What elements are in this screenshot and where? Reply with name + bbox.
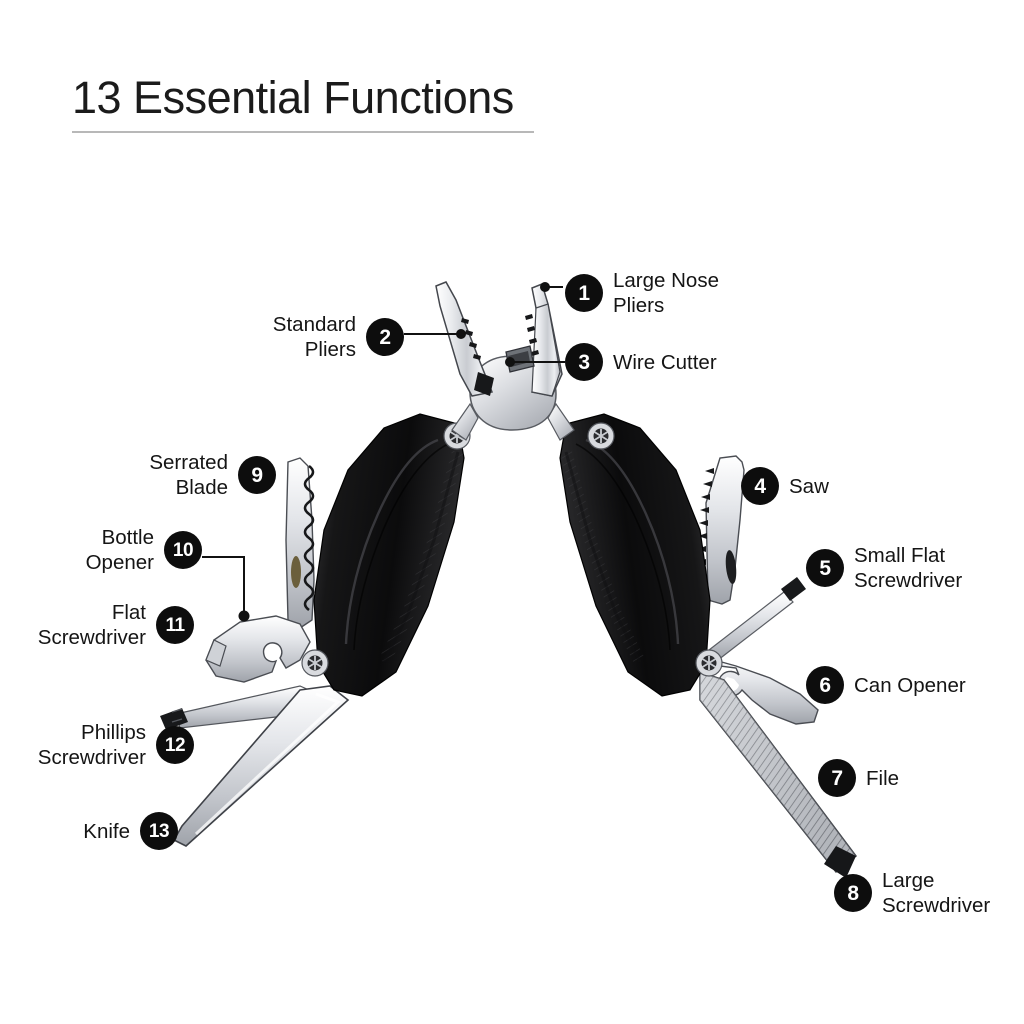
- title-block: 13 Essential Functions: [72, 72, 542, 134]
- callout-label-12: Phillips Screwdriver: [37, 721, 146, 769]
- callout-6[interactable]: 6 Can Opener: [806, 666, 966, 704]
- handle-left: [301, 413, 471, 697]
- callout-label-11: Flat Screwdriver: [37, 601, 146, 649]
- callout-badge-10: 10: [164, 531, 202, 569]
- callout-2[interactable]: Standard Pliers 2: [250, 312, 404, 362]
- callout-13[interactable]: Knife 13: [66, 812, 178, 850]
- page-title: 13 Essential Functions: [72, 72, 514, 123]
- callout-badge-2: 2: [366, 318, 404, 356]
- callout-label-13: Knife: [83, 819, 130, 843]
- callout-badge-11: 11: [156, 606, 194, 644]
- callout-badge-3: 3: [565, 343, 603, 381]
- callout-label-10: Bottle Opener: [85, 526, 154, 574]
- callout-label-4: Saw: [789, 474, 829, 498]
- title-underline: [72, 131, 534, 134]
- callout-label-2: Standard Pliers: [272, 313, 356, 361]
- callout-badge-6: 6: [806, 666, 844, 704]
- callout-12[interactable]: Phillips Screwdriver 12: [14, 720, 194, 770]
- tool-knife: [172, 685, 350, 847]
- callout-label-6: Can Opener: [854, 673, 966, 697]
- callout-7[interactable]: 7 File: [818, 759, 899, 797]
- callout-8[interactable]: 8 Large Screwdriver: [834, 868, 990, 918]
- tool-bottle-opener-flat-screwdriver: [205, 615, 311, 683]
- callout-label-9: Serrated Blade: [149, 451, 228, 499]
- callout-badge-12: 12: [156, 726, 194, 764]
- callout-label-7: File: [866, 766, 900, 790]
- callout-badge-5: 5: [806, 549, 844, 587]
- tool-file: [699, 670, 858, 878]
- rivet-right-bottom: [695, 649, 723, 677]
- callout-badge-9: 9: [238, 456, 276, 494]
- handle-right: [559, 413, 723, 697]
- callout-5[interactable]: 5 Small Flat Screwdriver: [806, 543, 962, 593]
- callout-label-3: Wire Cutter: [613, 350, 717, 374]
- rivet-left-bottom: [301, 649, 329, 677]
- callout-9[interactable]: Serrated Blade 9: [126, 450, 276, 500]
- callout-label-5: Small Flat Screwdriver: [854, 544, 963, 592]
- callout-1[interactable]: 1 Large Nose Pliers: [565, 268, 719, 318]
- rivet-right-top: [587, 422, 615, 450]
- tool-serrated-blade: [285, 457, 315, 629]
- callout-badge-8: 8: [834, 874, 872, 912]
- callout-badge-1: 1: [565, 274, 603, 312]
- callout-11[interactable]: Flat Screwdriver 11: [18, 600, 194, 650]
- callout-3[interactable]: 3 Wire Cutter: [565, 343, 717, 381]
- callout-label-8: Large Screwdriver: [882, 869, 991, 917]
- callout-10[interactable]: Bottle Opener 10: [54, 525, 202, 575]
- callout-4[interactable]: 4 Saw: [741, 467, 829, 505]
- callout-badge-4: 4: [741, 467, 779, 505]
- callout-label-1: Large Nose Pliers: [613, 269, 719, 317]
- callout-badge-13: 13: [140, 812, 178, 850]
- callout-badge-7: 7: [818, 759, 856, 797]
- leader-dots: [238, 282, 550, 622]
